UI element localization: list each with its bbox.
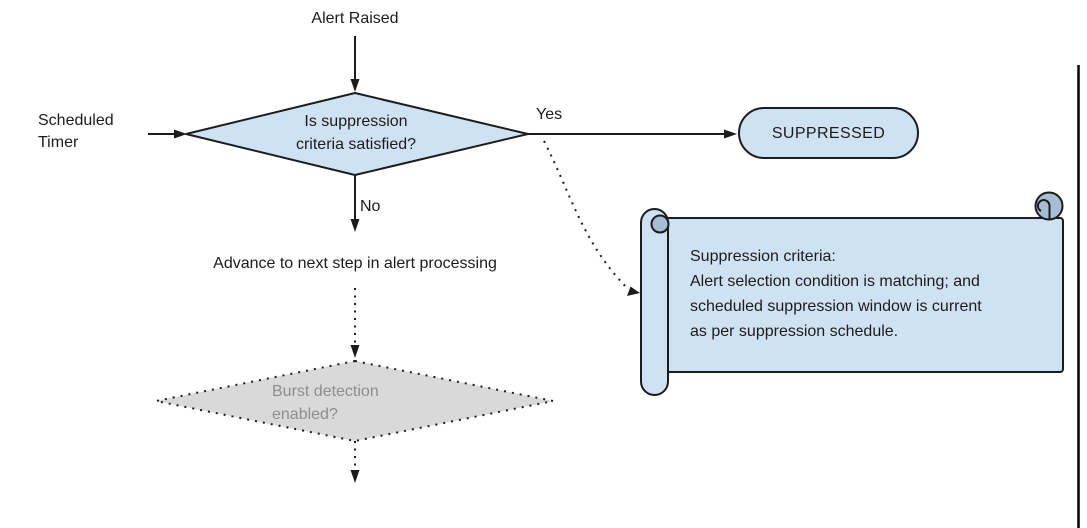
note-scroll-left-curl [650,214,670,234]
scheduled-timer-label: Scheduled Timer [38,112,114,151]
suppressed-node-label: SUPPRESSED [771,124,886,142]
burst-detection-label: Burst detection enabled? [272,383,379,423]
advance-step-label: Advance to next step in alert processing [213,255,497,272]
suppression-note-text: Suppression criteria: Alert selection co… [690,248,982,340]
decision-diamond-label: Is suppression criteria satisfied? [295,113,417,153]
note-scroll-left-roll [640,208,669,396]
scheduled-timer-arrowhead [174,129,187,139]
burst-detection-diamond-shape [155,360,554,442]
yes-edge-label: Yes [536,106,563,123]
no-edge-label: No [360,198,381,215]
alert-raised-arrowhead [350,79,360,92]
dotted-edge-below-burst-arrowhead [350,470,360,483]
note-connector-arrowhead [627,286,640,296]
note-scroll-top-right-curl-detail [1036,199,1051,219]
note-connector-curve [543,140,629,290]
dotted-edge-to-burst-arrowhead [350,345,360,358]
yes-edge-arrowhead [724,129,737,139]
suppressed-pill-shape [738,107,919,159]
no-edge-arrowhead [350,219,360,232]
alert-raised-label: Alert Raised [311,10,399,27]
